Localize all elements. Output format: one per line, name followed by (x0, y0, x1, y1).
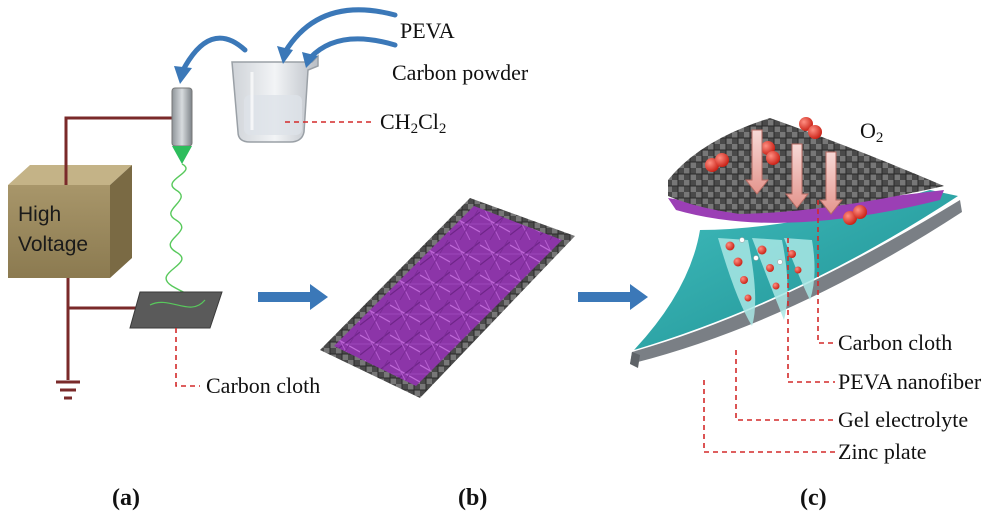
electrolyte-droplets (725, 237, 802, 302)
flow-arrows (179, 7, 398, 75)
layer-label-peva-nanofiber: PEVA nanofiber (838, 369, 982, 394)
leader-lines-a (175, 121, 375, 387)
oxygen-o: O (860, 118, 876, 143)
carbon-powder-label: Carbon powder (392, 60, 529, 85)
solvent-ch: CH (380, 109, 411, 134)
spinneret-needle (171, 87, 193, 164)
beaker (231, 54, 319, 143)
high-voltage-line2: Voltage (18, 233, 89, 256)
electrospinning-jet (165, 163, 204, 313)
peva-label: PEVA (400, 18, 455, 43)
oxygen-label: O2 (860, 118, 883, 146)
high-voltage-line1: High (18, 203, 62, 226)
high-voltage-supply (8, 165, 132, 278)
oxygen-flow-arrows (744, 129, 844, 215)
layer-label-carbon-cloth: Carbon cloth (838, 330, 953, 355)
panel-label-b: (b) (458, 485, 488, 511)
collector-plate (129, 291, 223, 329)
leader-lines-c (703, 200, 835, 453)
flow-arrowheads (174, 46, 318, 84)
circuit-wires (56, 116, 178, 400)
fiber-coated-carbon-cloth (320, 198, 575, 398)
high-voltage-label: High Voltage (18, 200, 128, 260)
oxygen-sub: 2 (875, 130, 884, 146)
collector-label: Carbon cloth (206, 373, 321, 398)
solvent-sub1: 2 (410, 121, 419, 137)
oxygen-molecules (705, 117, 867, 225)
layer-label-zinc-plate: Zinc plate (838, 439, 927, 464)
solvent-label: CH2Cl2 (380, 109, 446, 137)
panel-label-c: (c) (800, 485, 827, 511)
process-arrows (258, 284, 648, 310)
solvent-sub2: 2 (438, 121, 447, 137)
panel-label-a: (a) (112, 485, 140, 511)
solvent-cl: Cl (418, 109, 439, 134)
layer-label-gel-electrolyte: Gel electrolyte (838, 407, 969, 432)
